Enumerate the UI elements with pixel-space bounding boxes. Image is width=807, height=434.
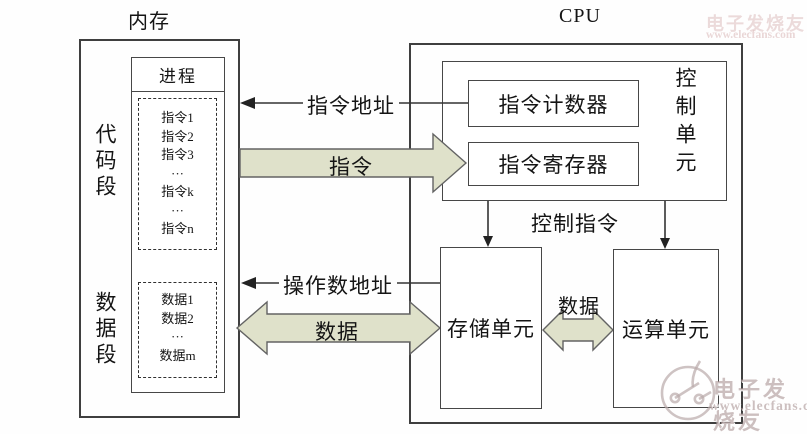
operand-address-label: 操作数地址 [279, 270, 397, 300]
control-instruction-label: 控制指令 [531, 212, 619, 236]
data-segment-label: 数据段 [93, 291, 117, 369]
instruction-register-box: 指令寄存器 [468, 142, 639, 186]
list-item: ··· [171, 202, 184, 218]
storage-unit-box: 存储单元 [440, 247, 542, 409]
data-segment-list: 数据1 数据2 ··· 数据m [138, 282, 217, 378]
code-segment-list: 指令1 指令2 指令3 ··· 指令k ··· 指令n [138, 98, 217, 250]
data-memory-label: 数据 [315, 320, 359, 344]
watermark-brand-top: 电子发烧友 [706, 14, 806, 34]
list-item: 指令k [161, 184, 194, 199]
instruction-counter-box: 指令计数器 [468, 80, 639, 127]
code-segment-label: 代码段 [93, 123, 117, 201]
alu-unit-box: 运算单元 [613, 249, 719, 408]
instruction-address-label: 指令地址 [303, 90, 399, 120]
list-item: 数据2 [161, 310, 194, 326]
list-item: 数据m [159, 347, 196, 363]
alu-unit-label: 运算单元 [622, 317, 710, 342]
instruction-label: 指令 [329, 155, 373, 179]
list-item: ··· [171, 165, 184, 181]
list-item: 指令3 [161, 147, 194, 162]
list-item: 指令n [161, 221, 194, 236]
cpu-box [409, 43, 743, 424]
data-internal-label: 数据 [558, 296, 600, 318]
process-header: 进程 [132, 58, 224, 92]
memory-box [79, 39, 240, 418]
control-unit-label: 控制单元 [673, 67, 697, 179]
list-item: 指令1 [161, 110, 194, 125]
watermark-url-top: www.elecfans.com [706, 29, 796, 41]
process-box: 进程 [131, 57, 225, 393]
storage-unit-label: 存储单元 [447, 317, 535, 341]
cpu-title: CPU [559, 5, 601, 27]
instruction-counter-label: 指令计数器 [498, 92, 609, 117]
list-item: 数据1 [161, 292, 194, 307]
memory-title: 内存 [128, 11, 170, 33]
list-item: 指令2 [161, 128, 194, 144]
list-item: ··· [171, 329, 184, 344]
instruction-register-label: 指令寄存器 [498, 153, 609, 177]
